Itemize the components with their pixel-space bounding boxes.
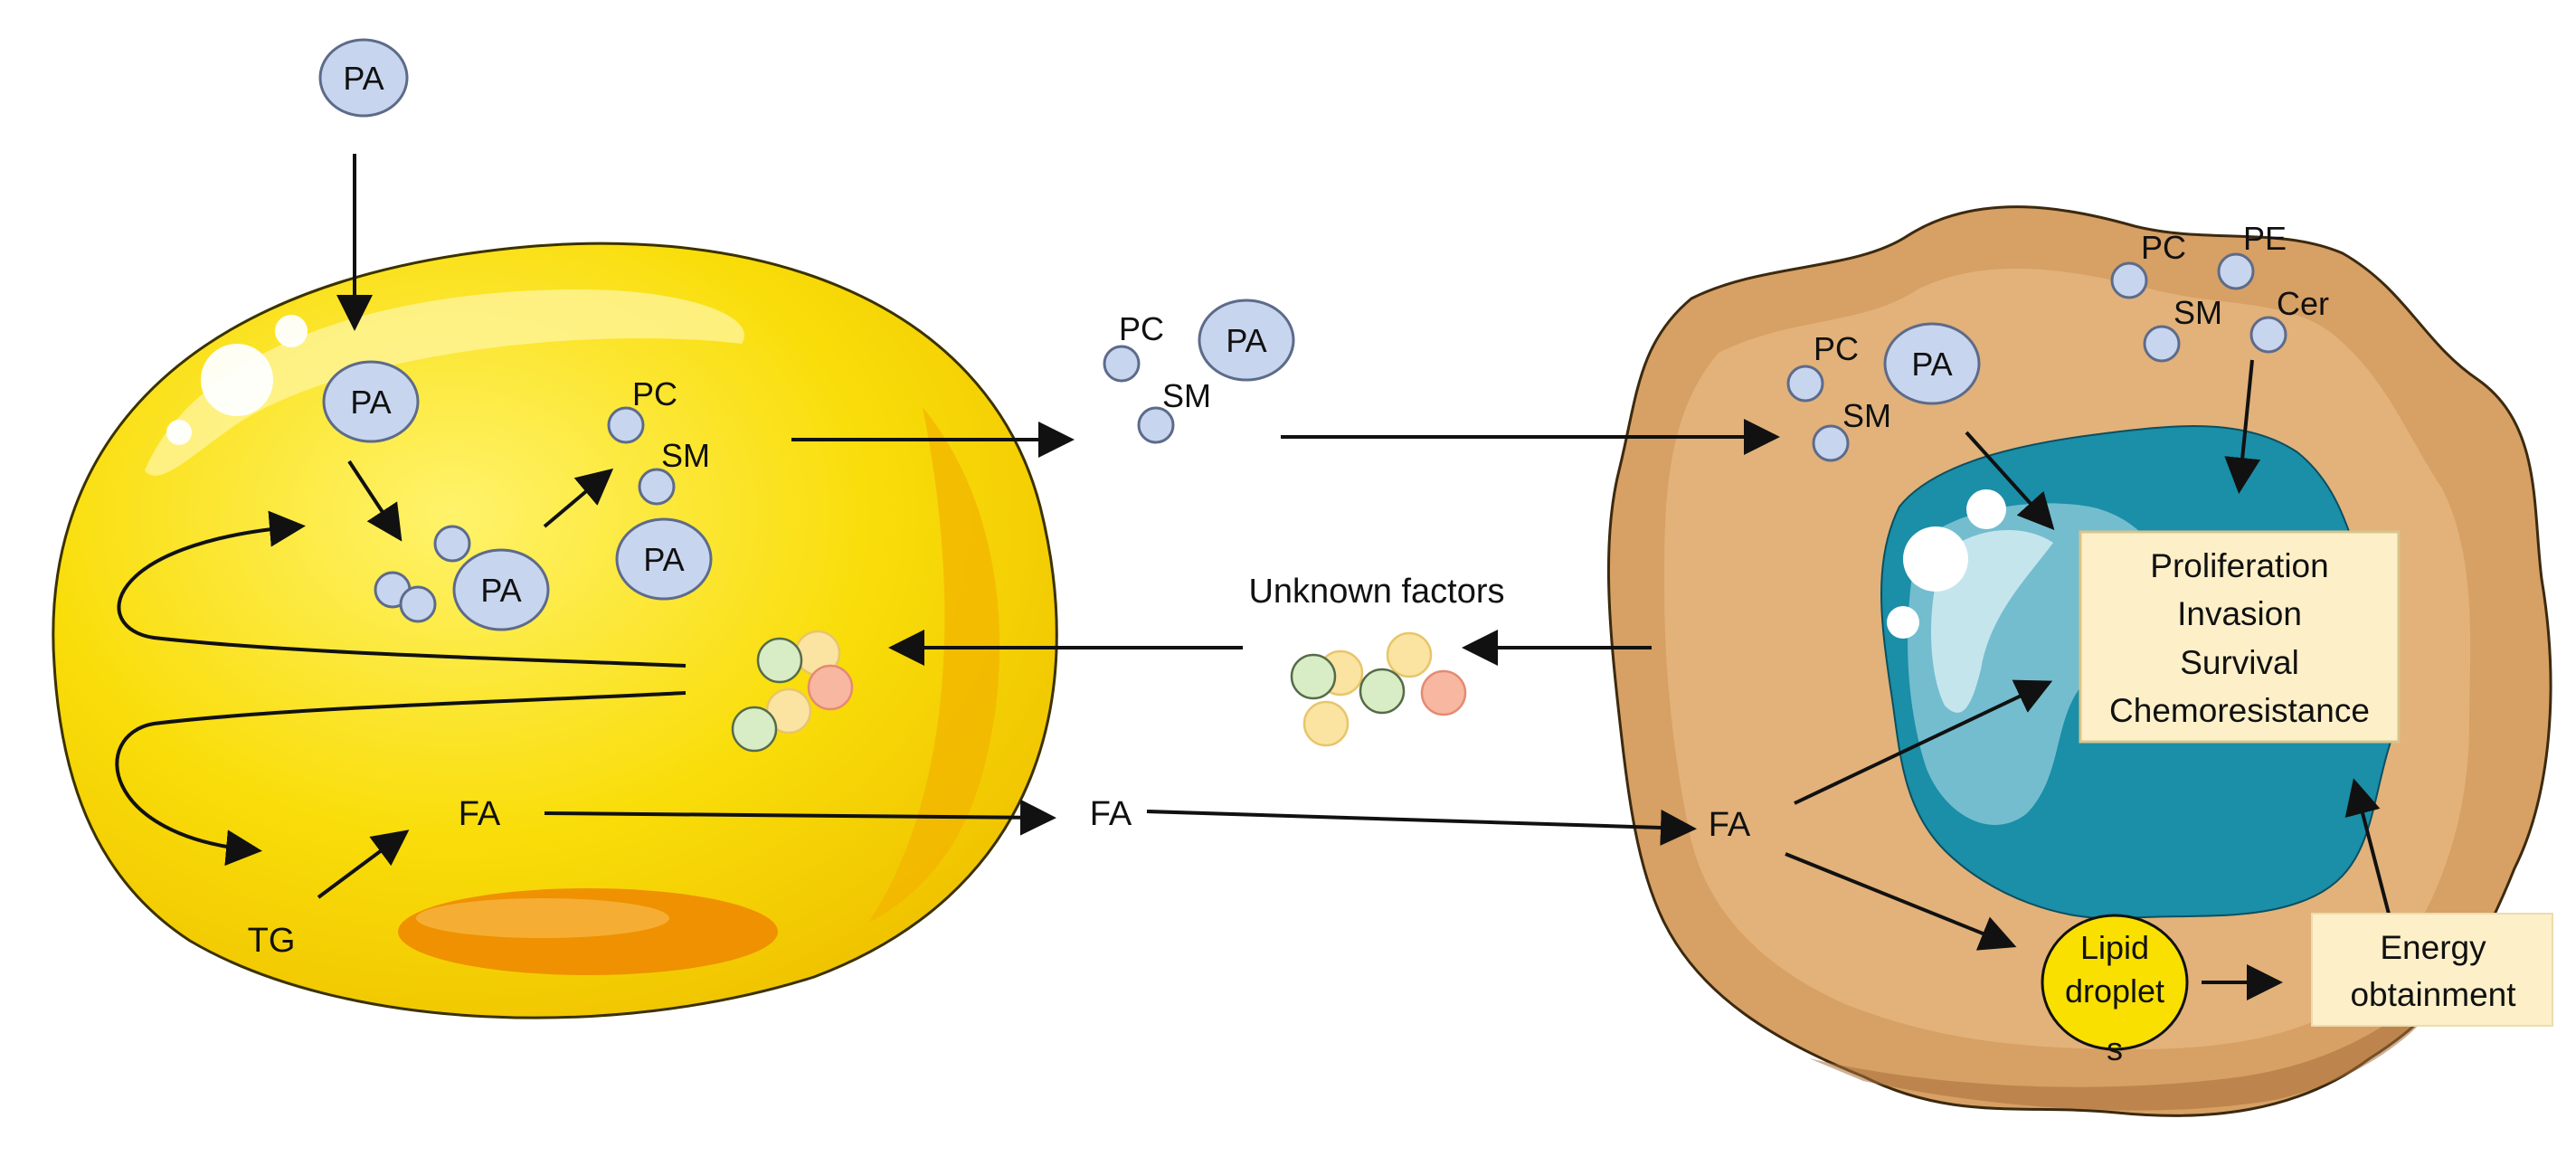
- factor-particle: [807, 664, 854, 711]
- label-sm-space: SM: [1162, 377, 1211, 414]
- label-fa-cancer: FA: [1709, 806, 1751, 844]
- energy-box-frame: [2311, 913, 2553, 1027]
- arrow-tg-to-fa: [317, 829, 410, 899]
- vesicle-sm-cancer-top: [2143, 325, 2181, 363]
- label-pc-adipocyte: PC: [632, 375, 677, 412]
- vesicles: [318, 38, 2287, 631]
- arrow-fa-to-lipid-droplets: [1785, 852, 2017, 951]
- arrow-pa-to-small-vesicles: [347, 460, 402, 542]
- vesicle-pc-adipocyte: [607, 406, 645, 444]
- factor-particle: [1290, 653, 1337, 700]
- arrow-energy-to-outcomes: [2344, 778, 2391, 918]
- factor-particle: [756, 637, 803, 684]
- adipocyte-shine-large: [201, 344, 273, 416]
- vesicle-pa-adipocyte-right: [615, 517, 713, 601]
- label-pa-space: PA: [1226, 322, 1266, 359]
- outcome-chemoresistance: Chemoresistance: [2109, 692, 2370, 729]
- lipid-droplet-shape: [2041, 914, 2189, 1051]
- label-fa-adipocyte: FA: [459, 795, 501, 833]
- outcome-survival: Survival: [2180, 644, 2299, 681]
- label-sm-cancer-top: SM: [2174, 294, 2222, 331]
- adipocyte-body: [52, 242, 1058, 1019]
- factor-particle: [1302, 700, 1350, 747]
- factor-particle: [731, 706, 778, 753]
- cancer-cell-shine-medium: [1966, 489, 2006, 529]
- label-sm-cancer-left: SM: [1842, 397, 1891, 434]
- label-pa-adipocyte-right: PA: [643, 541, 684, 578]
- vesicle-cer-cancer: [2249, 316, 2287, 354]
- energy-line-2: obtainment: [2350, 976, 2516, 1013]
- label-pa-cancer: PA: [1911, 346, 1952, 383]
- adipocyte-nucleus-highlight: [416, 898, 669, 938]
- label-tg: TG: [248, 922, 296, 960]
- vesicle-sm-cancer-left: [1812, 424, 1850, 462]
- label-pe-cancer: PE: [2243, 220, 2287, 257]
- factor-particles-adipocyte: [731, 630, 854, 753]
- vesicle-small-1: [433, 525, 471, 563]
- lipid-droplet-line-2: droplet: [2065, 972, 2164, 1010]
- label-sm-adipocyte: SM: [661, 437, 710, 474]
- adipocyte-shine-small: [166, 420, 192, 445]
- adipocyte-shine-medium: [275, 315, 308, 347]
- vesicle-pa-space: [1198, 299, 1295, 382]
- arrow-fa-to-cancer-cell: [1146, 809, 1697, 846]
- vesicle-pa-adipocyte-upper: [322, 360, 420, 443]
- cancer-cell-shine-small: [1887, 606, 1919, 639]
- vesicle-sm-adipocyte: [638, 468, 676, 506]
- energy-line-1: Energy: [2380, 929, 2486, 966]
- adipocyte-cell: [52, 242, 1058, 1019]
- arrows: [115, 154, 2391, 1000]
- outcomes-box: Proliferation Invasion Survival Chemores…: [2079, 530, 2401, 744]
- vesicle-pc-space: [1103, 345, 1141, 383]
- vesicle-sm-space: [1137, 406, 1175, 444]
- label-pc-cancer-top: PC: [2141, 229, 2186, 266]
- outcomes-box-frame: [2079, 530, 2401, 744]
- vesicle-pa-top: [318, 38, 409, 118]
- label-pa-top: PA: [343, 60, 384, 97]
- lipid-droplet-line-3: s: [2107, 1030, 2123, 1067]
- cancer-cell-shadow: [1809, 959, 2460, 1111]
- label-pc-cancer-left: PC: [1814, 330, 1859, 367]
- arrow-curve-lower: [115, 691, 687, 867]
- cancer-cell-shine-large: [1903, 526, 1968, 592]
- lipid-droplet-line-1: Lipid: [2080, 929, 2149, 966]
- adipocyte-rim-shadow: [868, 407, 1000, 923]
- label-fa-space: FA: [1090, 795, 1132, 833]
- factor-particle: [1386, 631, 1433, 678]
- adipocyte-highlight: [145, 289, 745, 476]
- arrow-curve-upper: [117, 510, 687, 668]
- vesicle-pe-cancer: [2217, 252, 2255, 290]
- outcome-proliferation: Proliferation: [2150, 547, 2328, 584]
- label-unknown-factors: Unknown factors: [1248, 573, 1504, 611]
- energy-box: Energy obtainment: [2311, 913, 2553, 1027]
- factor-particle: [1420, 669, 1467, 716]
- factor-particles-space: [1290, 631, 1467, 747]
- arrow-fa-to-outcomes: [1794, 679, 2053, 805]
- arrow-pa-to-outcomes: [1965, 431, 2055, 530]
- vesicle-pc-cancer-top: [2110, 261, 2148, 299]
- vesicle-pc-cancer-left: [1786, 365, 1824, 403]
- arrow-to-pc-sm: [543, 468, 614, 528]
- label-pa-adipocyte-middle: PA: [480, 572, 521, 609]
- vesicle-pa-adipocyte-middle: [452, 548, 550, 631]
- outcome-invasion: Invasion: [2177, 595, 2302, 632]
- lipid-droplets: Lipid droplet s: [2041, 914, 2189, 1067]
- arrow-fa-out-of-adipocyte: [544, 799, 1056, 836]
- arrow-pe-cer-to-outcomes: [2224, 359, 2261, 494]
- label-pc-space: PC: [1119, 310, 1164, 347]
- vesicle-pa-cancer: [1883, 322, 1981, 405]
- vesicle-small-3: [399, 585, 437, 623]
- labels: PA PA PA PC SM PA PC PA SM PC PA SM PC P…: [248, 60, 2329, 960]
- label-pa-adipocyte-upper: PA: [350, 384, 391, 421]
- label-cer-cancer: Cer: [2277, 285, 2329, 322]
- factor-particle: [1359, 668, 1406, 715]
